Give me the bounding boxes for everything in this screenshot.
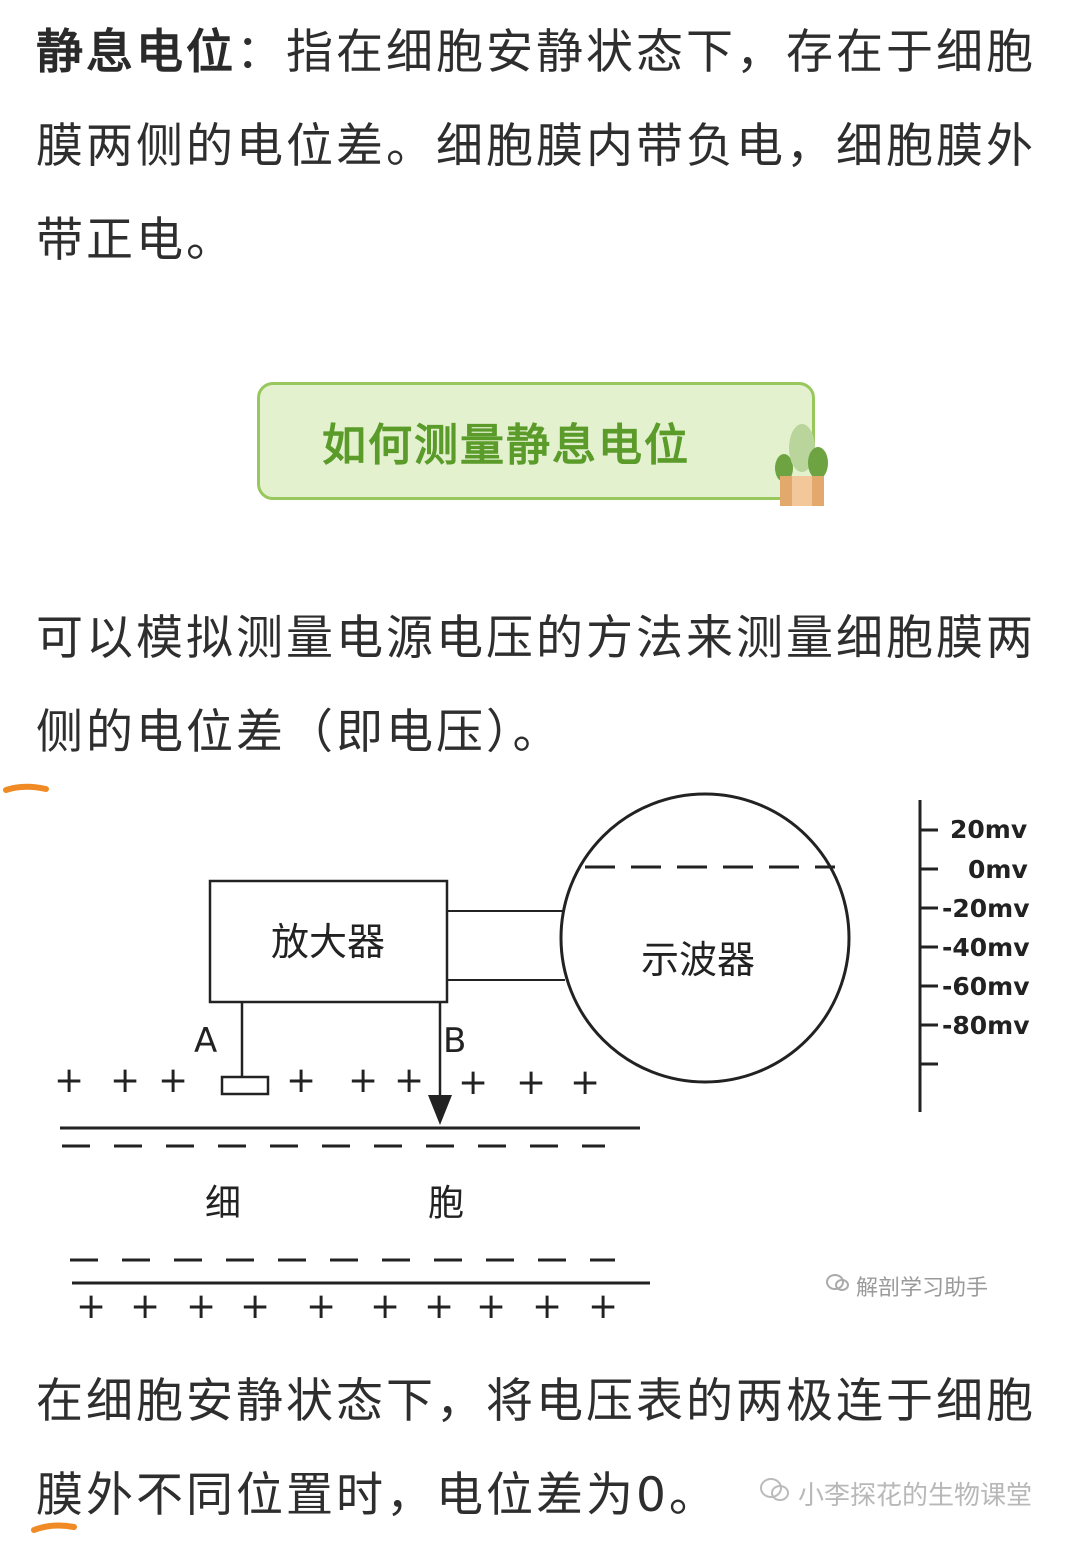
voltage-scale: 20mv 0mv -20mv -40mv -60mv -80mv — [918, 800, 1030, 1112]
paragraph-measurement-result: 在细胞安静状态下，将电压表的两极连于细胞膜外不同位置时，电位差为0。 — [36, 1374, 1036, 1523]
electrode-a-plate — [220, 1075, 270, 1096]
svg-text:+: + — [516, 1062, 546, 1103]
electrode-b-label: B — [443, 1021, 466, 1061]
highlight-mark-top — [3, 783, 49, 793]
svg-text:+: + — [306, 1286, 336, 1327]
scale-label-minus80: -80mv — [942, 1011, 1030, 1040]
resting-potential-figure: 放大器 示波器 A B + + + + + + + + + 细 — [30, 790, 1070, 1350]
paragraph-resting-potential-definition: 静息电位：指在细胞安静状态下，存在于细胞膜两侧的电位差。细胞膜内带负电，细胞膜外… — [36, 6, 1056, 288]
svg-text:+: + — [158, 1060, 188, 1101]
wechat-icon — [826, 1273, 850, 1299]
section-header-box: 如何测量静息电位 — [257, 382, 815, 500]
oscilloscope-label: 示波器 — [641, 938, 755, 982]
svg-text:+: + — [240, 1286, 270, 1327]
svg-text:+: + — [348, 1060, 378, 1101]
highlight-mark-bottom — [31, 1522, 77, 1533]
svg-text:+: + — [370, 1286, 400, 1327]
svg-text:+: + — [532, 1286, 562, 1327]
svg-text:+: + — [76, 1286, 106, 1327]
svg-text:+: + — [424, 1286, 454, 1327]
svg-text:+: + — [186, 1286, 216, 1327]
footer-watermark: 小李探花的生物课堂 — [760, 1475, 1032, 1512]
term-resting-potential: 静息电位 — [36, 25, 236, 80]
svg-text:+: + — [286, 1060, 316, 1101]
figure-watermark: 解剖学习助手 — [826, 1270, 988, 1302]
svg-text:+: + — [110, 1060, 140, 1101]
svg-text:+: + — [458, 1062, 488, 1103]
membrane-lower-outside-charges: + + + + + + + + + + — [76, 1286, 618, 1327]
electrode-a-label: A — [194, 1021, 217, 1061]
wechat-icon — [760, 1477, 790, 1510]
plant-pot-icon — [775, 424, 828, 506]
section-title: 如何测量静息电位 — [322, 420, 690, 471]
cell-label-right: 胞 — [428, 1183, 464, 1224]
electrode-b-arrow — [428, 1095, 452, 1125]
amplifier-box — [208, 879, 449, 1004]
cell-label-left: 细 — [205, 1183, 241, 1224]
svg-text:+: + — [394, 1060, 424, 1101]
scale-label-minus60: -60mv — [942, 972, 1030, 1001]
scale-label-20: 20mv — [950, 815, 1027, 844]
definition-text: ：指在细胞安静状态下，存在于细胞膜两侧的电位差。细胞膜内带负电，细胞膜外带正电。 — [36, 25, 1036, 268]
svg-text:+: + — [130, 1286, 160, 1327]
scale-label-0: 0mv — [968, 855, 1028, 884]
svg-text:+: + — [570, 1062, 600, 1103]
scale-label-minus20: -20mv — [942, 894, 1030, 923]
membrane-upper-outside-charges: + + + + + + + + + — [54, 1060, 600, 1103]
svg-text:+: + — [54, 1060, 84, 1101]
svg-text:+: + — [588, 1286, 618, 1327]
amplifier-label: 放大器 — [271, 920, 385, 964]
scale-label-minus40: -40mv — [942, 933, 1030, 962]
svg-text:+: + — [476, 1286, 506, 1327]
paragraph-measurement-method: 可以模拟测量电源电压的方法来测量细胞膜两侧的电位差（即电压）。 — [36, 611, 1036, 760]
